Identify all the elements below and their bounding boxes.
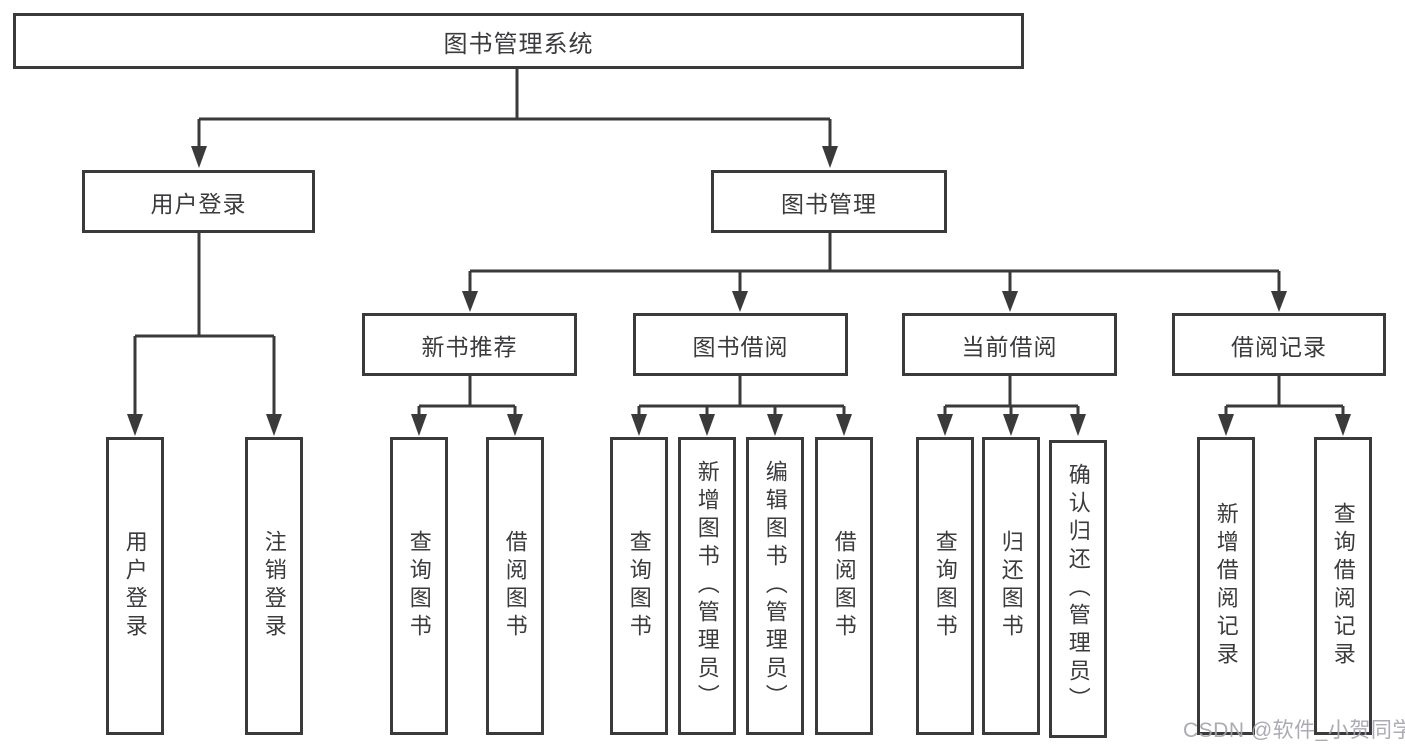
node-library-management-system: 图书管理系统	[13, 13, 1024, 69]
node-label: 新书推荐	[421, 333, 518, 360]
leaf-label: 确认归还（管理员）	[1065, 463, 1091, 715]
node-new-book-recommend: 新书推荐	[362, 313, 577, 376]
leaf-query-books-current: 查询图书	[916, 437, 974, 735]
node-current-borrow: 当前借阅	[902, 313, 1117, 376]
node-label: 图书管理系统	[443, 30, 594, 58]
leaf-borrow-books-recommend: 借阅图书	[486, 437, 544, 735]
leaf-logout: 注销登录	[245, 437, 303, 735]
node-book-borrow: 图书借阅	[633, 313, 848, 376]
leaf-add-book-admin: 新增图书（管理员）	[678, 437, 736, 735]
leaf-query-borrow-record: 查询借阅记录	[1314, 437, 1372, 735]
leaf-label: 借阅图书	[831, 530, 857, 642]
leaf-return-book: 归还图书	[982, 437, 1040, 735]
node-label: 用户登录	[150, 190, 247, 217]
leaf-label: 新增借阅记录	[1213, 502, 1239, 670]
leaf-label: 用户登录	[122, 530, 148, 642]
watermark: CSDN @软件_小贺同学	[1183, 719, 1405, 742]
node-borrow-records: 借阅记录	[1172, 313, 1386, 376]
leaf-borrow-books: 借阅图书	[815, 437, 873, 735]
leaf-label: 归还图书	[998, 530, 1024, 642]
node-label: 借阅记录	[1231, 333, 1327, 360]
connector-strokes	[133, 69, 1345, 416]
leaf-label: 查询图书	[406, 530, 432, 642]
node-label: 当前借阅	[961, 333, 1058, 360]
leaf-label: 新增图书（管理员）	[694, 460, 720, 712]
arrowheads	[127, 146, 1351, 436]
leaf-query-books-recommend: 查询图书	[390, 437, 448, 735]
leaf-confirm-return-admin: 确认归还（管理员）	[1049, 440, 1107, 738]
node-label: 图书管理	[781, 190, 877, 217]
leaf-label: 借阅图书	[502, 530, 528, 642]
leaf-user-login: 用户登录	[106, 437, 164, 735]
node-user-login: 用户登录	[82, 170, 315, 233]
leaf-edit-book-admin: 编辑图书（管理员）	[746, 437, 804, 735]
leaf-label: 编辑图书（管理员）	[762, 460, 788, 712]
node-label: 图书借阅	[692, 333, 789, 360]
leaf-label: 注销登录	[261, 530, 287, 642]
leaf-query-books-borrow: 查询图书	[610, 437, 668, 735]
leaf-label: 查询借阅记录	[1330, 502, 1356, 670]
node-book-management: 图书管理	[711, 170, 947, 233]
leaf-label: 查询图书	[626, 530, 652, 642]
leaf-label: 查询图书	[932, 530, 958, 642]
leaf-add-borrow-record: 新增借阅记录	[1197, 437, 1255, 735]
